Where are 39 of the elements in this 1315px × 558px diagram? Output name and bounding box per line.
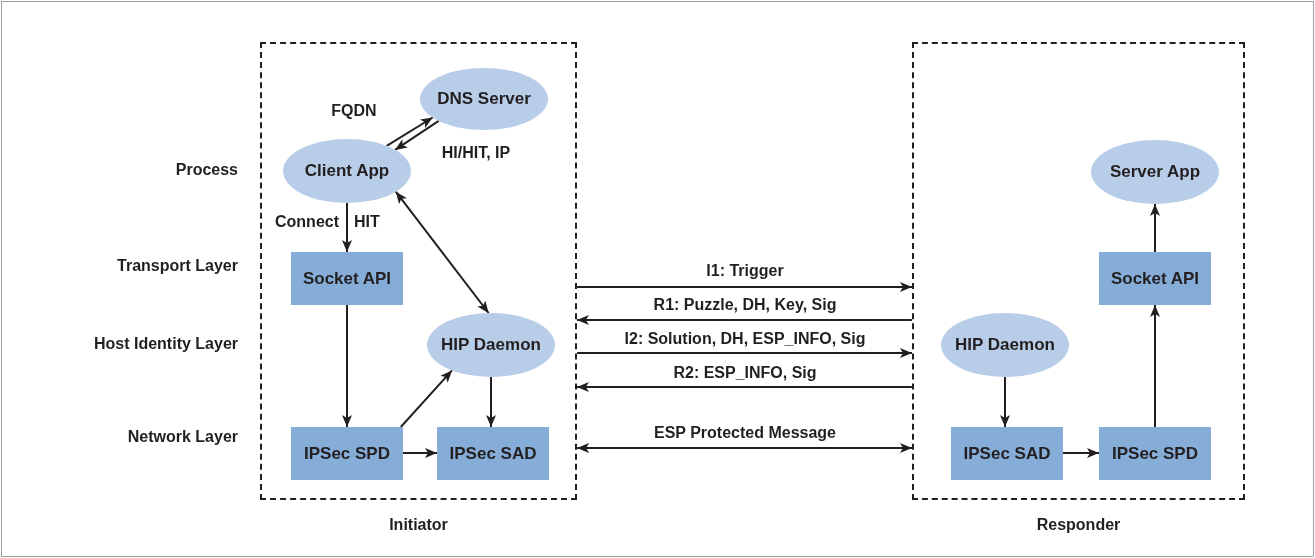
process-ellipse: Client App [283, 139, 411, 203]
process-ellipse: HIP Daemon [427, 313, 555, 377]
arrow [576, 282, 913, 292]
arrow [576, 348, 913, 358]
arrow [486, 376, 496, 428]
arrow [399, 369, 453, 428]
edge-label: ESP Protected Message [652, 424, 838, 442]
component-box: Socket API [1099, 252, 1211, 305]
arrow [402, 448, 438, 458]
process-ellipse: HIP Daemon [941, 313, 1069, 377]
arrow [394, 119, 440, 151]
group-title: Initiator [388, 516, 449, 534]
group-title: Responder [1035, 516, 1122, 534]
component-box: IPSec SPD [1099, 427, 1211, 480]
edge-label: R2: ESP_INFO, Sig [671, 364, 819, 382]
arrow [385, 116, 434, 147]
edge-label: I2: Solution, DH, ESP_INFO, Sig [622, 330, 868, 348]
arrow [1150, 304, 1160, 428]
edge-label: HI/HIT, IP [439, 144, 513, 162]
edge-label: FQDN [329, 102, 379, 120]
arrow [342, 202, 352, 253]
component-box: IPSec SAD [951, 427, 1063, 480]
arrow [575, 315, 913, 325]
arrow [575, 382, 913, 392]
arrow [342, 304, 352, 428]
process-ellipse: DNS Server [420, 68, 548, 130]
arrow [1150, 203, 1160, 253]
arrow [1000, 376, 1010, 428]
edge-label: R1: Puzzle, DH, Key, Sig [651, 296, 839, 314]
process-ellipse: Server App [1091, 140, 1219, 204]
arrow [394, 190, 490, 314]
component-box: Socket API [291, 252, 403, 305]
component-box: IPSec SAD [437, 427, 549, 480]
arrow [576, 443, 913, 453]
edge-label: I1: Trigger [704, 262, 786, 280]
arrow [1062, 448, 1100, 458]
layer-label: Transport Layer [115, 257, 240, 275]
component-box: IPSec SPD [291, 427, 403, 480]
layer-label: Network Layer [125, 428, 240, 446]
